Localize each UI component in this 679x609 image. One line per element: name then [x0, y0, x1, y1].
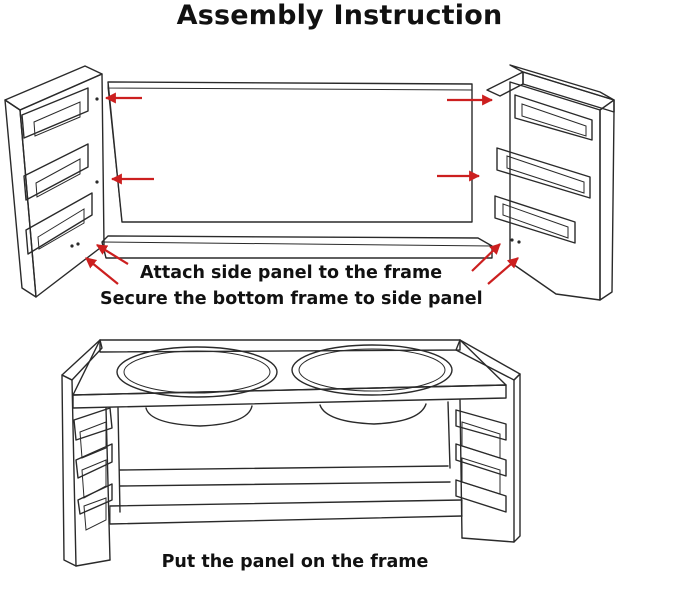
arrow-bottom-left-1	[97, 245, 128, 264]
bowl-left	[117, 347, 277, 426]
right-panel-slot-3	[495, 196, 575, 243]
left-panel-slot-1	[22, 88, 88, 138]
left-side-panel	[5, 66, 104, 297]
right-side-panel	[487, 65, 614, 300]
left-panel-slot-2	[24, 144, 88, 200]
step-3-caption: Put the panel on the frame	[0, 552, 590, 572]
step-1-caption: Attach side panel to the frame	[140, 263, 442, 283]
stand-right-side	[448, 340, 520, 542]
stand-left-side	[62, 340, 120, 566]
bowl-right	[292, 345, 452, 424]
back-panel	[108, 82, 472, 222]
assembled-stand	[62, 340, 520, 566]
attach-arrows	[86, 98, 518, 284]
left-panel-slot-3	[26, 193, 92, 254]
step-2-caption: Secure the bottom frame to side panel	[100, 289, 483, 309]
page-title: Assembly Instruction	[0, 0, 679, 31]
stand-left-slats	[74, 408, 112, 530]
stand-right-slats	[456, 410, 506, 512]
bottom-frame	[102, 236, 492, 258]
arrow-bottom-right-2	[488, 258, 518, 284]
arrow-bottom-left-2	[86, 258, 118, 284]
right-panel-slot-2	[497, 148, 590, 198]
